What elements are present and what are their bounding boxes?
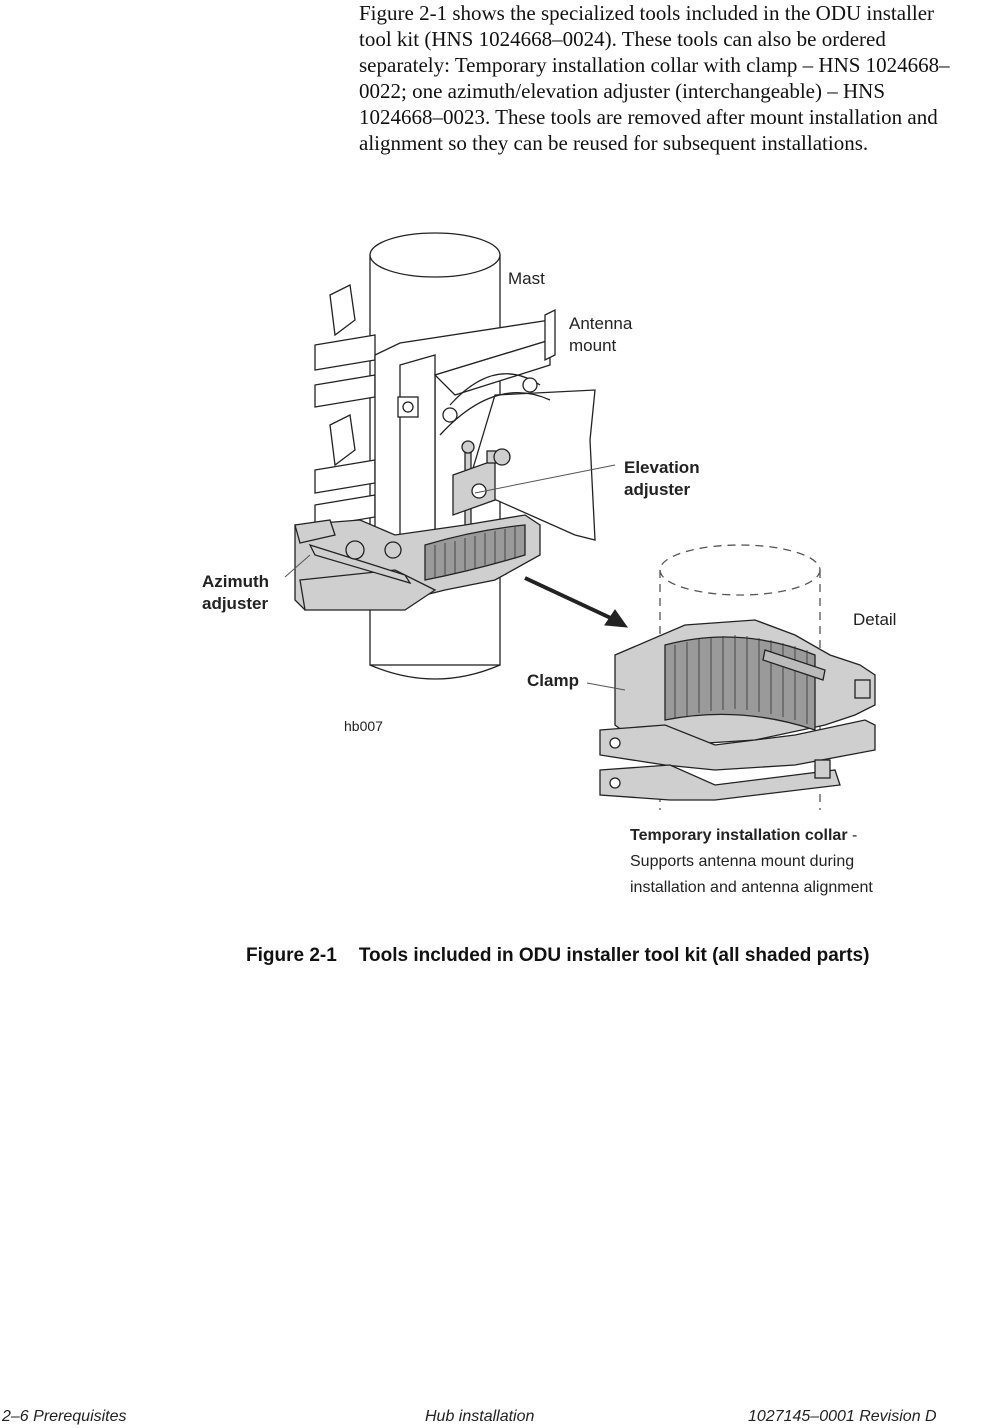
figure-caption-number: Figure 2-1	[246, 945, 337, 966]
azimuth-adjuster-label-line1: Azimuth	[202, 572, 270, 591]
collar-note-line2: Supports antenna mount during	[630, 853, 855, 870]
footer-doc-number: 1027145–0001 Revision D	[748, 1408, 937, 1425]
antenna-mount-label-line1: Antenna	[569, 314, 633, 333]
collar-note-dash: -	[847, 827, 858, 844]
elevation-adjuster-label-line2: adjuster	[624, 480, 691, 499]
detail-label: Detail	[853, 610, 897, 629]
collar-note-line3: installation and antenna alignment	[630, 879, 873, 896]
leader-lines	[284, 464, 626, 691]
collar-detail-drawing	[599, 619, 876, 801]
antenna-mount-drawing	[314, 284, 556, 557]
antenna-arm-drawing	[439, 373, 596, 541]
intro-paragraph: Figure 2-1 shows the specialized tools i…	[359, 1, 950, 155]
footer-chapter: Hub installation	[425, 1408, 535, 1425]
detail-arrow	[524, 576, 629, 628]
figure-id-label: hb007	[344, 718, 383, 734]
azimuth-adjuster-label-line2: adjuster	[202, 594, 269, 613]
tool-kit-illustration	[284, 232, 876, 810]
mast-label: Mast	[508, 269, 545, 288]
elevation-adjuster-label-line1: Elevation	[624, 458, 700, 477]
elevation-adjuster-drawing	[452, 440, 511, 576]
clamp-label: Clamp	[527, 671, 579, 690]
collar-note: Temporary installation collar - Supports…	[630, 823, 873, 901]
footer-section: 2–6 Prerequisites	[2, 1408, 127, 1425]
figure-caption-text: Tools included in ODU installer tool kit…	[358, 945, 870, 966]
azimuth-adjuster-drawing	[294, 519, 412, 585]
collar-note-title: Temporary installation collar	[630, 827, 848, 844]
figure-caption: Figure 2-1 Tools included in ODU installe…	[246, 945, 869, 967]
tool-kit-figure: Mast Antenna mount Elevation adjuster Az…	[195, 225, 915, 915]
antenna-mount-label-line2: mount	[569, 336, 617, 355]
